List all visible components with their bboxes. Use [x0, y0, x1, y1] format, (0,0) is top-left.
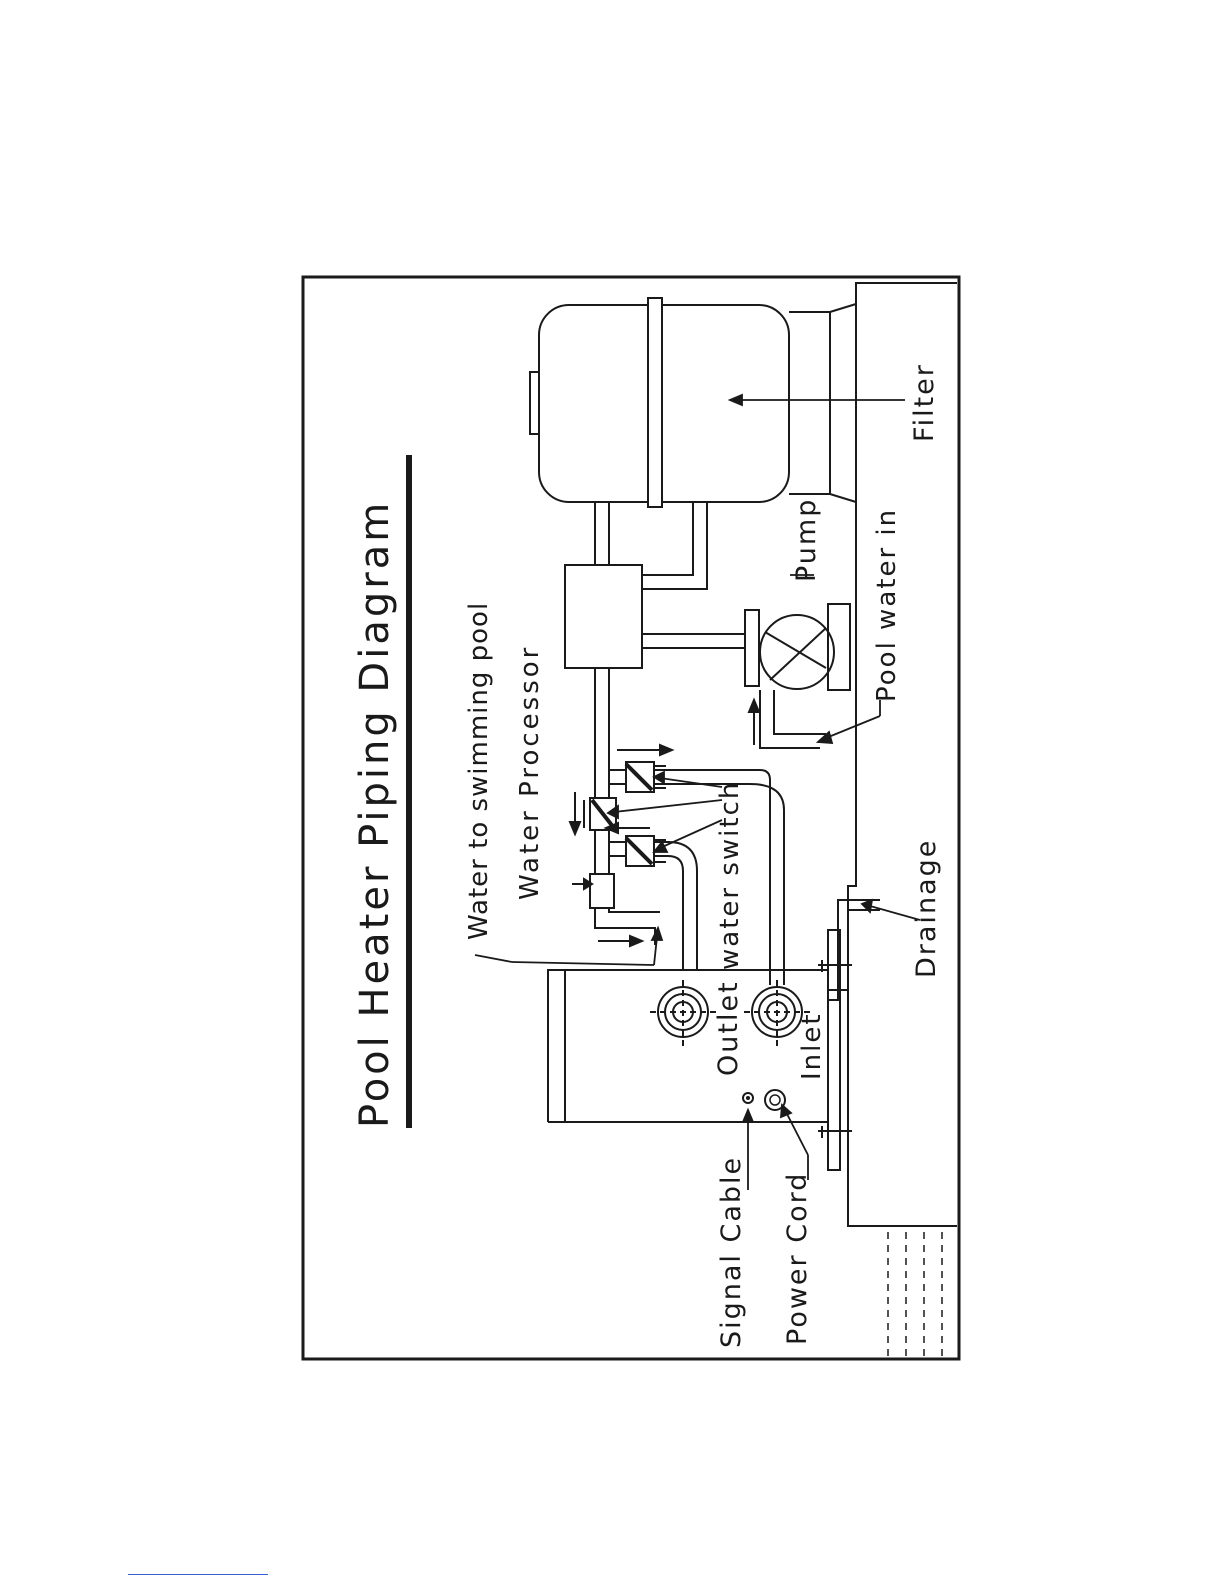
water-to-pool-label: Water to swimming pool [464, 602, 494, 940]
filter-label: Filter [909, 363, 940, 442]
signal-cable-label: Signal Cable [716, 1156, 747, 1348]
pump-label: Pump [791, 498, 822, 582]
pool-water-in-label: Pool water in [872, 508, 902, 702]
water-switch-label: water switch [715, 781, 745, 970]
water-processor-label: Water Processor [515, 645, 545, 900]
outlet-label: Outlet [713, 980, 744, 1076]
inlet-label: Inlet [797, 1012, 827, 1080]
signal-port-dot [746, 1096, 750, 1100]
drainage-label: Drainage [911, 839, 942, 978]
footnote-rule [128, 1574, 268, 1575]
power-cord-label: Power Cord [782, 1172, 813, 1345]
page-title: Pool Heater Piping Diagram [352, 500, 398, 1128]
chlorinator [590, 874, 614, 908]
